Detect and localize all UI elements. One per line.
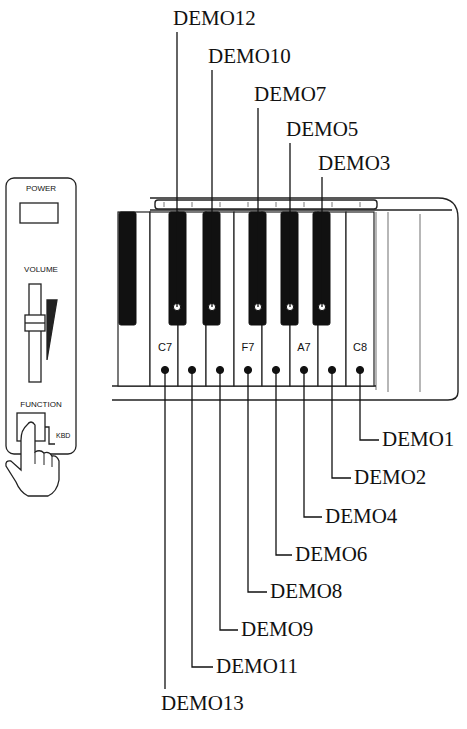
key-name: C7 bbox=[158, 342, 172, 353]
panel-mark bbox=[220, 202, 221, 207]
leader-line bbox=[276, 370, 292, 555]
volume-track bbox=[29, 284, 41, 382]
leader-lines bbox=[165, 32, 379, 689]
power-button bbox=[20, 203, 58, 223]
volume-knob bbox=[25, 315, 45, 331]
callout-label: DEMO10 bbox=[208, 46, 291, 67]
panel-housing bbox=[6, 178, 76, 454]
panel-mark bbox=[304, 202, 305, 207]
callout-label: DEMO11 bbox=[216, 656, 298, 677]
callout-label: DEMO12 bbox=[173, 8, 256, 29]
leader-line bbox=[289, 143, 290, 307]
leader-line bbox=[248, 370, 267, 592]
panel-mark bbox=[192, 202, 193, 207]
volume-wedge bbox=[47, 300, 57, 360]
panel-mark bbox=[332, 202, 333, 207]
volume-knob-line bbox=[25, 322, 45, 323]
panel-label: FUNCTION bbox=[20, 401, 61, 409]
leader-line bbox=[192, 370, 213, 667]
control-panel bbox=[6, 178, 76, 454]
callout-label: DEMO9 bbox=[241, 619, 313, 640]
panel-label: POWER bbox=[26, 185, 56, 193]
key-name: C8 bbox=[353, 342, 367, 353]
piano-case bbox=[112, 198, 458, 400]
callout-label: DEMO8 bbox=[270, 581, 342, 602]
white-key bbox=[346, 212, 374, 386]
panel-mark bbox=[276, 202, 277, 207]
leader-line bbox=[321, 177, 322, 307]
callout-label: DEMO13 bbox=[161, 693, 244, 714]
callout-label: DEMO7 bbox=[254, 84, 326, 105]
leader-line bbox=[220, 370, 238, 630]
panel-strip bbox=[155, 200, 377, 209]
leader-line bbox=[211, 70, 212, 307]
callout-label: DEMO4 bbox=[325, 506, 397, 527]
panel-label: KBD bbox=[56, 432, 70, 439]
panel-mark bbox=[360, 202, 361, 207]
piano-body bbox=[112, 198, 458, 400]
callout-label: DEMO1 bbox=[382, 429, 454, 450]
callout-label: DEMO2 bbox=[354, 467, 426, 488]
leader-line bbox=[304, 370, 322, 517]
leader-line bbox=[176, 32, 177, 307]
callout-label: DEMO5 bbox=[286, 119, 358, 140]
callout-label: DEMO3 bbox=[318, 153, 390, 174]
case-edge bbox=[376, 212, 420, 392]
panel-mark bbox=[164, 202, 165, 207]
panel-mark bbox=[248, 202, 249, 207]
key-name: F7 bbox=[242, 342, 255, 353]
finger-lines bbox=[35, 452, 52, 467]
leader-line bbox=[360, 370, 379, 440]
kbd-bracket bbox=[45, 427, 55, 444]
black-key bbox=[119, 212, 136, 325]
leader-line bbox=[332, 370, 351, 478]
leader-line bbox=[164, 370, 165, 689]
pointing-hand bbox=[6, 422, 59, 496]
panel-label: VOLUME bbox=[24, 266, 58, 274]
callout-label: DEMO6 bbox=[295, 544, 367, 565]
key-name: A7 bbox=[297, 342, 310, 353]
white-key bbox=[118, 212, 150, 386]
leader-line bbox=[257, 108, 258, 307]
